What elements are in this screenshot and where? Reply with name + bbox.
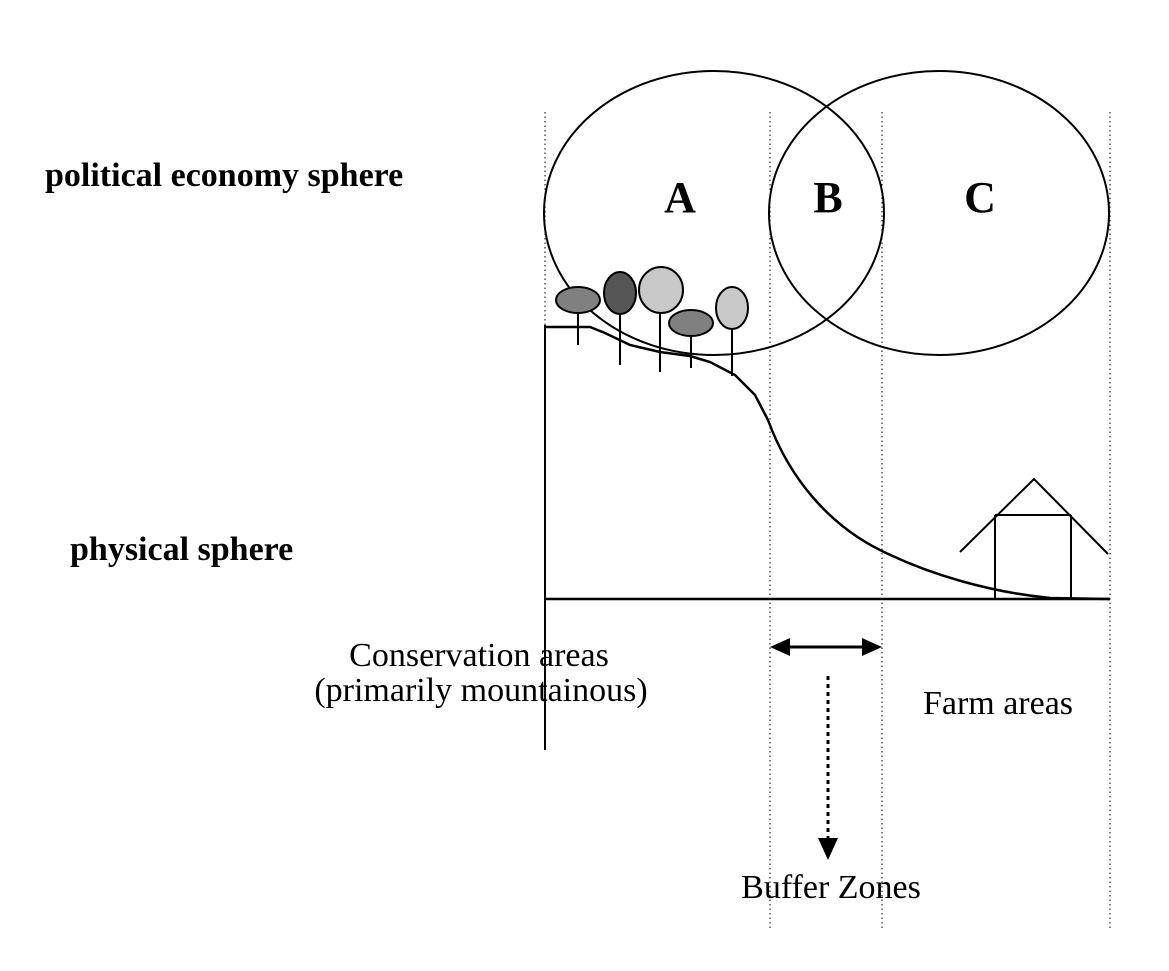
dotted-guides (544, 112, 1111, 928)
political-economy-sphere-label: political economy sphere (45, 157, 403, 194)
tree-crown-2 (603, 271, 637, 315)
buffer-pointer-head (818, 838, 838, 860)
house-icon (959, 477, 1109, 599)
region-b-label: B (813, 173, 842, 222)
circle-right (768, 70, 1110, 356)
tree-crown-4 (668, 309, 714, 337)
buffer-pointer-arrow (818, 676, 838, 860)
buffer-zones-label: Buffer Zones (741, 869, 921, 906)
physical-sphere-label: physical sphere (70, 531, 293, 568)
house-roof (959, 477, 1109, 555)
tree-crown-1 (555, 286, 601, 314)
farm-areas-label: Farm areas (923, 685, 1073, 722)
region-a-label: A (664, 173, 696, 222)
conservation-areas-label: Conservation areas (349, 637, 609, 674)
conservation-areas-sublabel: (primarily mountainous) (314, 672, 647, 709)
tree-crown-5 (715, 286, 749, 330)
region-c-label: C (964, 173, 996, 222)
mountain-slope (545, 325, 1111, 601)
venn-circles (543, 70, 1110, 356)
buffer-width-arrow (770, 638, 882, 656)
trees (555, 266, 749, 376)
buffer-arrow-head-left (770, 638, 790, 656)
tree-crown-3 (638, 266, 684, 314)
buffer-arrow-head-right (862, 638, 882, 656)
circle-left (543, 70, 885, 356)
terrain (544, 325, 1111, 750)
